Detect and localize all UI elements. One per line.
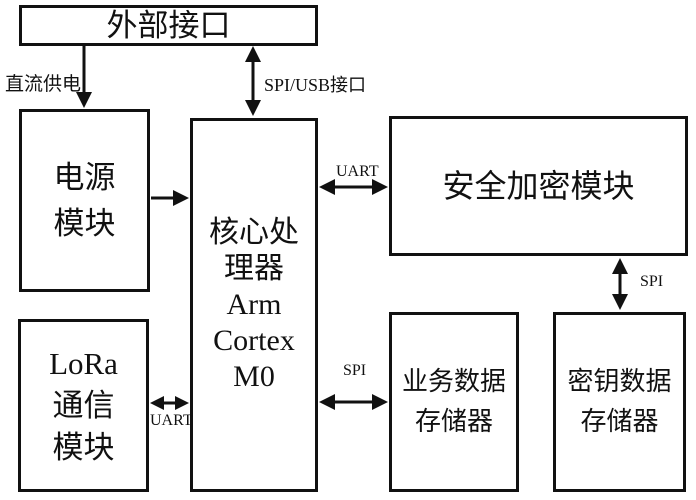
arrow-core-business-spi <box>319 394 388 410</box>
block-lora-module-label: LoRa 通信 模块 <box>49 345 118 465</box>
block-key-storage: 密钥数据 存储器 <box>553 312 686 492</box>
arrow-power-core <box>151 190 189 206</box>
block-core-processor: 核心处 理器 Arm Cortex M0 <box>190 118 318 492</box>
arrow-core-security-uart <box>319 179 388 195</box>
label-spi-usb: SPI/USB接口 <box>264 75 367 95</box>
arrow-security-key-spi <box>612 258 628 310</box>
block-external-interface: 外部接口 <box>19 5 318 46</box>
block-key-storage-label: 密钥数据 存储器 <box>567 367 672 436</box>
block-security-module: 安全加密模块 <box>389 116 688 256</box>
label-dc-power: 直流供电 <box>5 74 82 95</box>
block-external-interface-label: 外部接口 <box>106 7 231 43</box>
block-power-module: 电源 模块 <box>19 109 150 292</box>
block-core-processor-label: 核心处 理器 Arm Cortex M0 <box>209 216 299 393</box>
block-lora-module: LoRa 通信 模块 <box>18 319 149 492</box>
label-uart-top: UART <box>336 163 379 180</box>
label-spi-right: SPI <box>640 273 664 290</box>
arrow-spi-usb <box>245 46 261 116</box>
block-business-storage-label: 业务数据 存储器 <box>401 367 506 436</box>
arrow-lora-core-uart <box>150 396 189 410</box>
block-business-storage: 业务数据 存储器 <box>389 312 519 492</box>
label-uart-bottom: UART <box>150 412 193 429</box>
block-security-module-label: 安全加密模块 <box>442 168 635 204</box>
block-power-module-label: 电源 模块 <box>53 159 116 241</box>
label-spi-middle: SPI <box>343 362 367 379</box>
